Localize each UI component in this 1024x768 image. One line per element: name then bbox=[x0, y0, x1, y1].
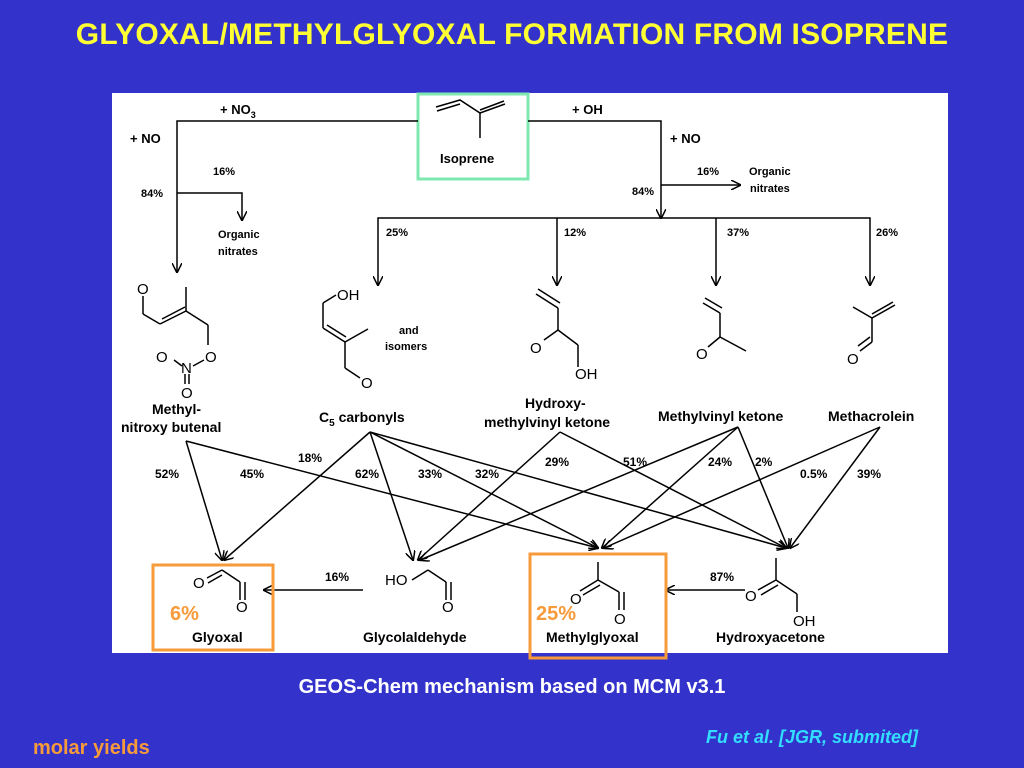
glycolaldehyde-structure bbox=[411, 569, 452, 600]
glyoxal-total-yield: 6% bbox=[170, 603, 199, 625]
left-16-label: 16% bbox=[213, 166, 235, 178]
methylglyoxal-structure bbox=[579, 562, 625, 610]
yield-29: 29% bbox=[545, 455, 569, 469]
glyoxal-o2: O bbox=[236, 599, 248, 616]
split-26: 26% bbox=[876, 227, 898, 239]
methylglyoxal-box bbox=[528, 552, 668, 660]
hac-oh: OH bbox=[793, 613, 816, 630]
methyl-nitroxy-butenal-structure bbox=[142, 287, 209, 384]
right-organic-nitrates: Organic bbox=[749, 166, 791, 178]
mvk-label: Methylvinyl ketone bbox=[658, 408, 783, 424]
hydroxyacetone-label: Hydroxyacetone bbox=[716, 629, 825, 645]
yield-0-5: 0.5% bbox=[800, 467, 828, 481]
yield-33: 33% bbox=[418, 467, 442, 481]
no3-label: + NO3 bbox=[220, 102, 256, 120]
c5-oh: OH bbox=[337, 287, 360, 304]
caption: GEOS-Chem mechanism based on MCM v3.1 bbox=[298, 676, 726, 698]
no-left-label: + NO bbox=[130, 131, 161, 146]
methylglyoxal-total-yield: 25% bbox=[536, 603, 576, 625]
right-16-label: 16% bbox=[697, 166, 719, 178]
mgly-o1: O bbox=[570, 591, 582, 608]
yield-2: 2% bbox=[755, 455, 773, 469]
left-organic-nitrates-2: nitrates bbox=[218, 246, 258, 258]
mnb-o1: O bbox=[137, 281, 149, 298]
hmvk-label: Hydroxy- bbox=[525, 395, 586, 411]
isoprene-box bbox=[416, 92, 530, 181]
product-arrows bbox=[185, 426, 881, 590]
mnb-o4: O bbox=[181, 385, 193, 402]
glycolaldehyde-label: Glycolaldehyde bbox=[363, 629, 467, 645]
split-37: 37% bbox=[727, 227, 749, 239]
mnb-o3: O bbox=[205, 349, 217, 366]
glyoxal-o1: O bbox=[193, 575, 205, 592]
yield-51: 51% bbox=[623, 455, 647, 469]
citation: Fu et al. [JGR, submited] bbox=[706, 727, 919, 747]
yield-glyc-16: 16% bbox=[325, 570, 349, 584]
and-isomers: and bbox=[399, 325, 419, 337]
no-right-label: + NO bbox=[670, 131, 701, 146]
methacrolein-label: Methacrolein bbox=[828, 408, 914, 424]
split-25: 25% bbox=[386, 227, 408, 239]
glyoxal-structure bbox=[206, 569, 246, 600]
macr-o: O bbox=[847, 351, 859, 368]
right-84-label: 84% bbox=[632, 186, 654, 198]
hmvk-o: O bbox=[530, 340, 542, 357]
methacrolein-structure bbox=[852, 301, 896, 352]
mnb-n: N bbox=[181, 360, 192, 377]
molar-yields-note: molar yields bbox=[33, 737, 150, 759]
left-84-label: 84% bbox=[141, 188, 163, 200]
mvk-structure bbox=[702, 297, 747, 352]
methyl-nitroxy-label-2: nitroxy butenal bbox=[121, 419, 221, 435]
hac-o: O bbox=[745, 588, 757, 605]
isoprene-structure bbox=[435, 99, 506, 138]
c5-carbonyls-label: C5 carbonyls bbox=[319, 409, 405, 429]
yield-32: 32% bbox=[475, 467, 499, 481]
c5-carbonyls-structure bbox=[322, 294, 369, 379]
mvk-o: O bbox=[696, 346, 708, 363]
hmvk-label-2: methylvinyl ketone bbox=[484, 414, 610, 430]
yield-18: 18% bbox=[298, 451, 322, 465]
glyc-o: O bbox=[442, 599, 454, 616]
c5-o: O bbox=[361, 375, 373, 392]
split-12: 12% bbox=[564, 227, 586, 239]
glyoxal-box bbox=[151, 563, 275, 652]
slide-title: GLYOXAL/METHYLGLYOXAL FORMATION FROM ISO… bbox=[75, 18, 949, 51]
glyoxal-label: Glyoxal bbox=[192, 629, 243, 645]
and-isomers-2: isomers bbox=[385, 341, 427, 353]
top-branches bbox=[177, 120, 870, 285]
glyc-ho: HO bbox=[385, 572, 408, 589]
mnb-o2: O bbox=[156, 349, 168, 366]
yield-39: 39% bbox=[857, 467, 881, 481]
yield-45: 45% bbox=[240, 467, 264, 481]
right-organic-nitrates-2: nitrates bbox=[750, 183, 790, 195]
methyl-nitroxy-label: Methyl- bbox=[152, 401, 201, 417]
hmvk-structure bbox=[535, 288, 579, 367]
yield-62: 62% bbox=[355, 467, 379, 481]
left-organic-nitrates: Organic bbox=[218, 229, 260, 241]
oh-label: + OH bbox=[572, 102, 603, 117]
isoprene-label: Isoprene bbox=[440, 151, 494, 166]
methylglyoxal-label: Methylglyoxal bbox=[546, 629, 639, 645]
hmvk-oh: OH bbox=[575, 366, 598, 383]
hydroxyacetone-structure bbox=[757, 558, 798, 612]
yield-24: 24% bbox=[708, 455, 732, 469]
yield-hac-87: 87% bbox=[710, 570, 734, 584]
yield-52: 52% bbox=[155, 467, 179, 481]
mgly-o2: O bbox=[614, 611, 626, 628]
